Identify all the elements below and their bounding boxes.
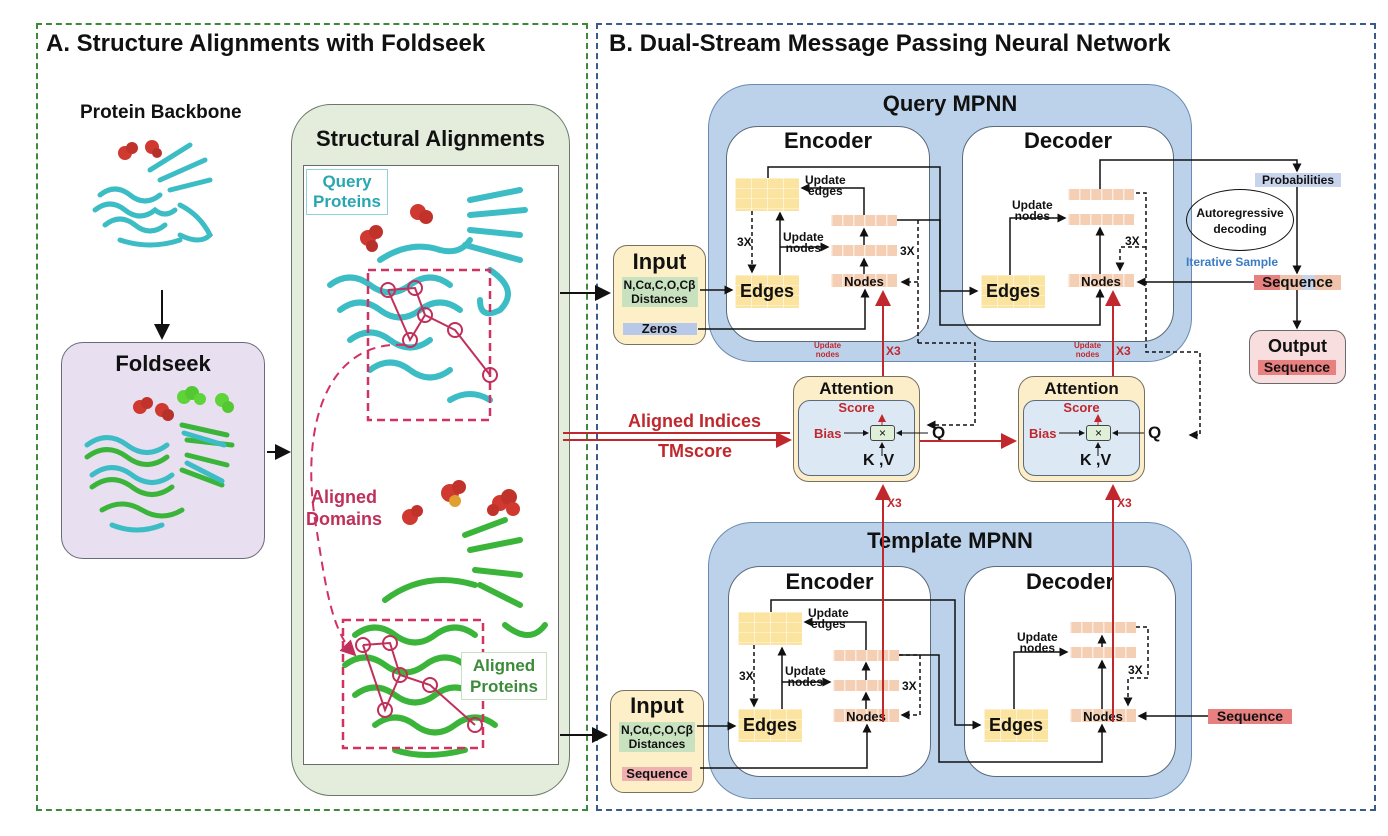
template-encoder-edges-label: Edges <box>742 715 798 735</box>
template-encoder-nodes-label: Nodes <box>846 709 886 724</box>
query-sequence-bar <box>1254 275 1341 290</box>
template-input-sequence-bar <box>622 767 692 781</box>
template-decoder-nodes-label: Nodes <box>1083 709 1123 724</box>
attention-1-x3: X3 <box>887 496 902 510</box>
output-title: Output <box>1268 336 1327 356</box>
attention-1-inner <box>798 400 915 476</box>
aligned-protein-image <box>341 480 548 758</box>
query-input-features: N,Cα,C,O,Cβ <box>623 278 696 292</box>
template-encoder-edges-matrix <box>738 612 802 645</box>
panel-b-dual-stream-mpnn <box>596 23 1376 811</box>
protein-backbone-label: Protein Backbone <box>80 102 242 123</box>
template-input-distances-block <box>619 722 695 752</box>
probabilities-label: Probabilities <box>1261 173 1335 187</box>
query-input-distances: Distances <box>631 292 688 306</box>
query-encoder-node-bar-mid <box>831 245 897 256</box>
template-input-features: N,Cα,C,O,Cβ <box>620 723 694 737</box>
query-encoder-box <box>726 126 930 342</box>
template-input-sequence: Sequence <box>626 766 688 781</box>
attention-2-x3: X3 <box>1117 496 1132 510</box>
query-encoder-repeat-left: 3X <box>737 235 752 249</box>
structural-alignments-title: Structural Alignments <box>316 126 545 151</box>
template-encoder-update-nodes-label: Update nodes <box>785 664 826 689</box>
query-decoder-node-bar-mid <box>1068 214 1134 225</box>
query-encoder-update-edges-label: Update edges <box>805 173 846 198</box>
template-input-title: Input <box>630 693 684 718</box>
query-input-zeros-bar <box>623 323 697 335</box>
template-decoder-box <box>964 566 1176 777</box>
foldseek-label: Foldseek <box>115 351 211 376</box>
query-encoder-title: Encoder <box>783 128 873 153</box>
query-mpnn-title: Query MPNN <box>882 91 1018 116</box>
aligned-proteins-label: Aligned Proteins <box>461 652 548 700</box>
attention-1-title: Attention <box>819 379 894 398</box>
attention-1-bias: Bias <box>814 426 842 441</box>
query-encoder-edges-matrix <box>735 178 799 211</box>
attention-2-title: Attention <box>1044 379 1119 398</box>
template-decoder-node-bar-top <box>1070 622 1136 633</box>
aligned-domains-label: Aligned Domains <box>306 487 383 529</box>
query-encoder-repeat-right: 3X <box>900 244 915 258</box>
template-decoder-node-bar-mid <box>1070 647 1136 658</box>
query-encoder-red-x3: X3 <box>886 344 901 358</box>
template-encoder-title: Encoder <box>785 569 874 594</box>
query-decoder-repeat: 3X <box>1125 234 1140 248</box>
query-encoder-node-bar-top <box>831 215 897 226</box>
query-input-distances-block <box>622 277 698 307</box>
attention-1-kv: K ,V <box>863 452 895 469</box>
query-input-zeros: Zeros <box>641 321 678 336</box>
attention-1-score: Score <box>838 400 875 415</box>
query-encoder-edges-label: Edges <box>739 281 795 301</box>
query-sequence-label: Sequence <box>1262 274 1333 291</box>
panel-a-title: A. Structure Alignments with Foldseek <box>46 30 486 57</box>
aligned-indices-label: Aligned Indices <box>628 411 762 431</box>
attention-2-multiply-op: × <box>1086 425 1111 441</box>
template-decoder-edges-label: Edges <box>988 715 1044 735</box>
query-decoder-nodes-label: Nodes <box>1081 274 1121 289</box>
foldseek-superposition-image <box>84 386 235 533</box>
template-encoder-repeat-left: 3X <box>739 669 754 683</box>
attention-2-score: Score <box>1063 400 1100 415</box>
query-decoder-node-bar-top <box>1068 189 1134 200</box>
template-decoder-repeat: 3X <box>1128 663 1143 677</box>
template-mpnn-title: Template MPNN <box>867 528 1033 553</box>
query-decoder-box <box>962 126 1174 342</box>
attention-1-multiply-op: × <box>870 425 895 441</box>
query-encoder-red-update-nodes: Update nodes <box>814 341 842 359</box>
template-decoder-title: Decoder <box>1025 569 1115 594</box>
query-encoder-nodes-label: Nodes <box>844 274 884 289</box>
query-decoder-update-nodes-label: Update nodes <box>1012 198 1053 223</box>
iterative-sample-label: Iterative Sample <box>1186 255 1279 269</box>
attention-2-q: Q <box>1148 423 1162 442</box>
query-encoder-update-nodes-label: Update nodes <box>783 230 824 255</box>
query-decoder-red-x3: X3 <box>1116 344 1131 358</box>
template-encoder-node-bar-top <box>833 650 899 661</box>
output-box <box>1249 330 1346 384</box>
query-proteins-label: Query Proteins <box>306 169 389 215</box>
template-encoder-node-bar-mid <box>833 680 899 691</box>
template-encoder-box <box>728 566 931 777</box>
panel-b-title: B. Dual-Stream Message Passing Neural Ne… <box>609 30 1171 57</box>
autoregressive-decoding-label: Autoregressive decoding <box>1196 206 1284 236</box>
attention-2-bias: Bias <box>1029 426 1057 441</box>
attention-2-kv: K ,V <box>1080 452 1112 469</box>
query-decoder-title: Decoder <box>1023 128 1113 153</box>
output-sequence-label: Sequence <box>1263 359 1331 375</box>
template-encoder-update-edges-label: Update edges <box>808 606 849 631</box>
query-input-title: Input <box>632 249 687 274</box>
panel-a-structure-alignments <box>36 23 588 811</box>
attention-1-q: Q <box>932 423 946 442</box>
template-sequence-label: Sequence <box>1216 708 1284 724</box>
template-encoder-repeat-right: 3X <box>902 679 917 693</box>
query-decoder-edges-label: Edges <box>985 281 1041 301</box>
output-sequence-bar <box>1258 360 1336 375</box>
tmscore-label: TMscore <box>658 441 733 461</box>
query-protein-image <box>327 187 528 422</box>
template-decoder-update-nodes-label: Update nodes <box>1017 630 1058 655</box>
template-input-distances: Distances <box>628 737 686 751</box>
query-decoder-red-update-nodes: Update nodes <box>1074 341 1102 359</box>
attention-2-inner <box>1023 400 1140 476</box>
template-sequence-bar <box>1208 709 1292 724</box>
protein-backbone-image <box>92 140 214 248</box>
